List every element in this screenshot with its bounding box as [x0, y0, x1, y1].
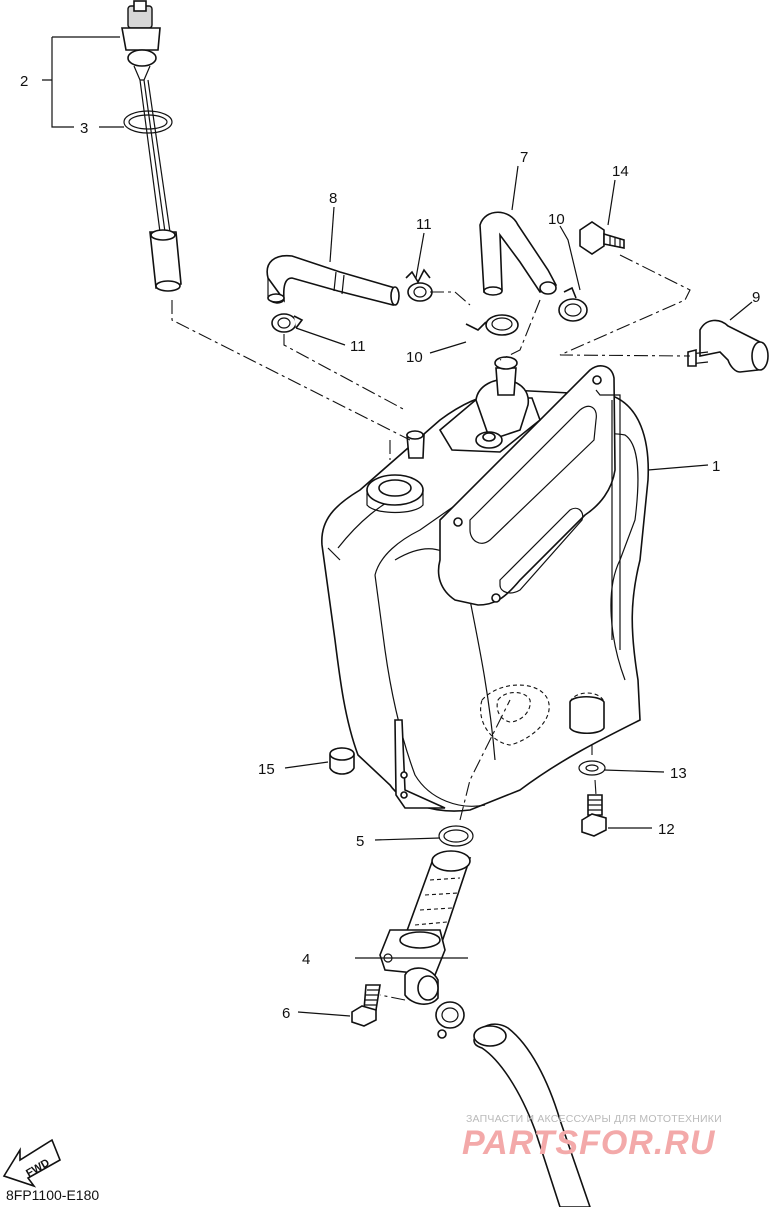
callout-2: 2 [20, 73, 28, 90]
callout-4: 4 [302, 951, 310, 968]
part-clamp-11b [271, 313, 304, 333]
assembly-lines [171, 254, 691, 1001]
part-bolt-14 [579, 221, 625, 255]
leader-lines [42, 36, 753, 1017]
callout-11a: 11 [416, 216, 432, 233]
callout-14: 14 [612, 163, 629, 180]
callouts: 1 2 3 4 5 6 7 8 9 10 10 11 11 12 13 14 1… [20, 73, 760, 1022]
callout-5: 5 [356, 833, 364, 850]
part-level-sensor [121, 0, 182, 292]
watermark-logo: PARTSFOR.RU [462, 1124, 716, 1162]
part-hose-7 [479, 211, 558, 296]
callout-10a: 10 [548, 211, 565, 228]
callout-11b: 11 [350, 338, 366, 355]
part-fitting-9 [687, 319, 769, 373]
callout-7: 7 [520, 149, 528, 166]
callout-13: 13 [670, 765, 687, 782]
part-clamp-11a [405, 268, 433, 302]
callout-9: 9 [752, 289, 760, 306]
part-o-ring-3 [123, 110, 173, 134]
callout-12: 12 [658, 821, 675, 838]
part-washer-13 [578, 760, 606, 776]
part-hose-8 [266, 254, 400, 307]
fwd-arrow-icon: FWD [2, 1138, 62, 1188]
part-oil-tank [321, 356, 650, 812]
diagram-code: 8FP1100-E180 [6, 1187, 100, 1203]
callout-10b: 10 [406, 349, 423, 366]
part-clamp-10b [465, 314, 519, 336]
part-bolt-6 [351, 984, 381, 1027]
part-clamp-10a [558, 286, 588, 322]
part-strainer-4 [379, 850, 472, 1005]
part-o-ring-5 [438, 825, 474, 847]
callout-3: 3 [80, 120, 88, 137]
part-bolt-12 [581, 794, 607, 837]
callout-8: 8 [329, 190, 337, 207]
part-collar-15 [329, 747, 355, 775]
callout-15: 15 [258, 761, 275, 778]
callout-6: 6 [282, 1005, 290, 1022]
part-clamp-bottom [435, 1001, 465, 1039]
callout-1: 1 [712, 458, 720, 475]
watermark-tagline: ЗАПЧАСТИ И АКСЕССУАРЫ ДЛЯ МОТОТЕХНИКИ [466, 1113, 722, 1125]
part-hose-bottom [473, 1023, 591, 1207]
